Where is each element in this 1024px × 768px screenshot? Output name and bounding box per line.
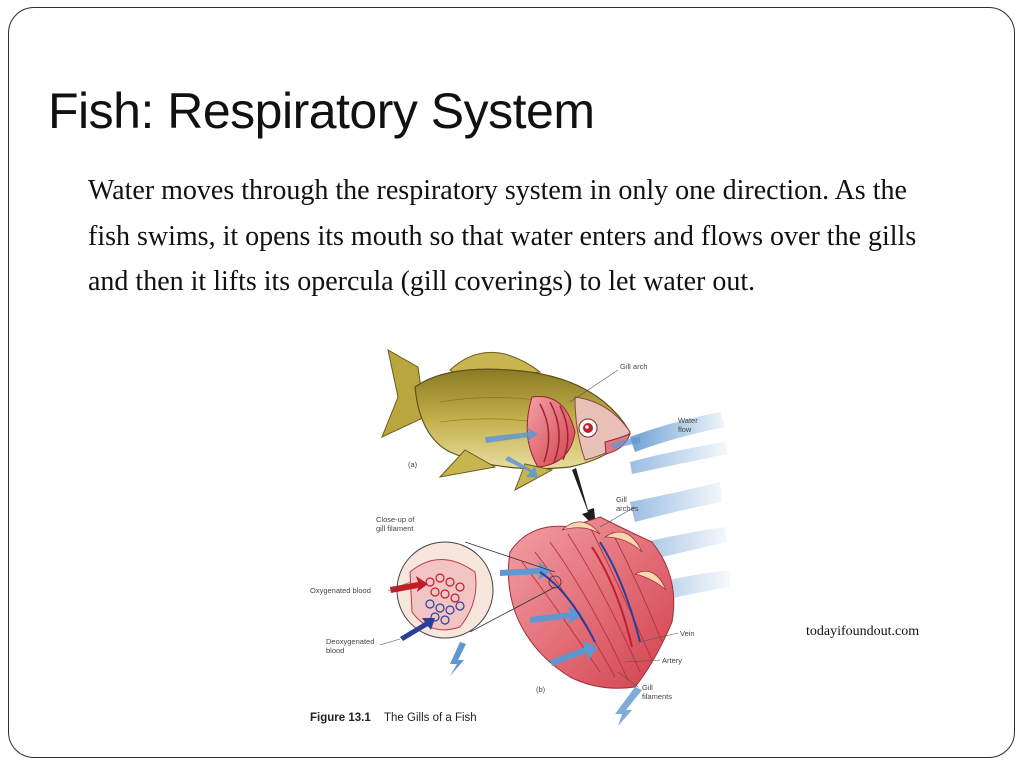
label-gill-arches-line-1: Gill xyxy=(616,495,627,504)
slide-body-text: Water moves through the respiratory syst… xyxy=(88,175,917,297)
label-deoxygenated-line-2: blood xyxy=(326,646,344,655)
label-water-flow-line-1: Water xyxy=(678,416,698,425)
label-gill-arches-line-2: arches xyxy=(616,504,639,513)
label-gill-arch: Gill arch xyxy=(620,362,648,371)
label-panel-b: (b) xyxy=(536,685,546,694)
gills-figure: Gill arch Water flow (a) Gill arches Clo… xyxy=(300,342,740,732)
slide-title: Fish: Respiratory System xyxy=(48,83,595,139)
image-credit: todayifoundout.com xyxy=(806,624,920,639)
label-panel-a: (a) xyxy=(408,460,418,469)
gill-arch-detail xyxy=(500,482,730,726)
label-gill-filaments-line-1: Gill xyxy=(642,683,653,692)
label-artery: Artery xyxy=(662,656,682,665)
water-flow-streaks xyxy=(630,412,728,474)
label-closeup-line-1: Close-up of xyxy=(376,515,415,524)
figure-caption-number: Figure 13.1 xyxy=(310,712,371,724)
figure-caption-text: The Gills of a Fish xyxy=(384,712,477,724)
fish-illustration xyxy=(381,349,641,492)
gill-filament-closeup xyxy=(390,541,562,676)
label-leader-lines xyxy=(379,369,679,688)
label-gill-filaments-line-2: filaments xyxy=(642,692,672,701)
label-deoxygenated-line-1: Deoxygenated xyxy=(326,637,374,646)
gills-illustration: Gill arch Water flow (a) Gill arches Clo… xyxy=(310,349,730,726)
label-vein: Vein xyxy=(680,629,695,638)
label-water-flow-line-2: flow xyxy=(678,425,692,434)
pointer-arrow xyxy=(572,468,596,528)
label-closeup-line-2: gill filament xyxy=(376,524,414,533)
label-oxygenated-blood: Oxygenated blood xyxy=(310,586,371,595)
